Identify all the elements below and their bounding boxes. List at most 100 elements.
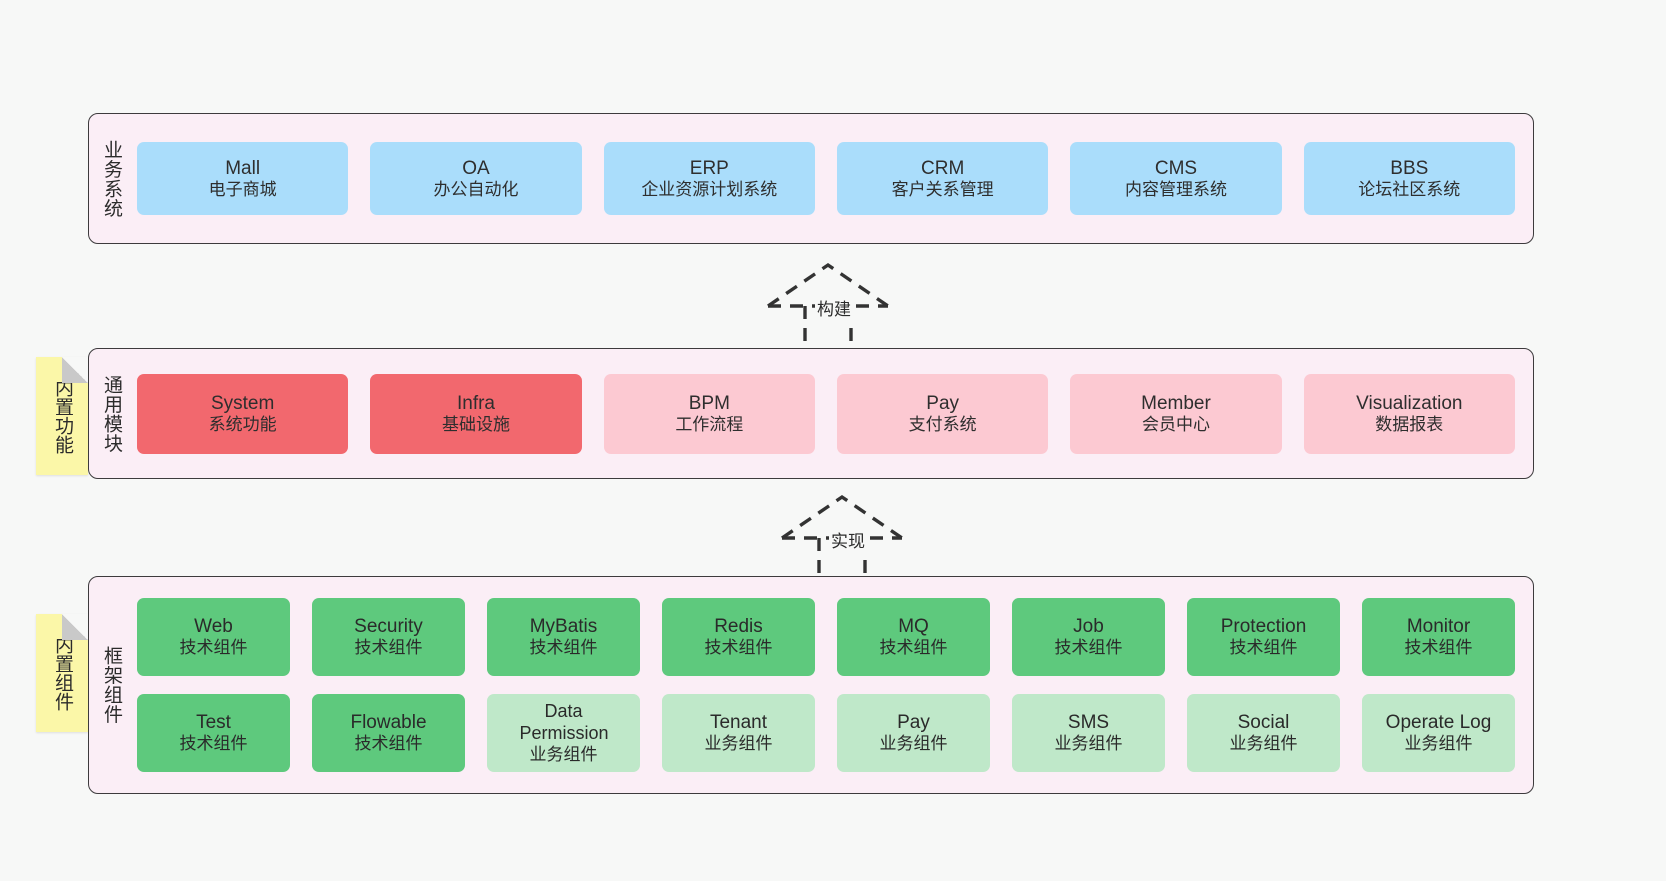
layer-body-business-systems: Mall 电子商城 OA 办公自动化 ERP 企业资源计划系统 CRM 客户关系…: [133, 114, 1533, 243]
card-tenant[interactable]: Tenant 业务组件: [662, 694, 815, 772]
layer-framework-components: 框架组件 Web 技术组件 Security 技术组件 MyBatis 技术组件: [88, 576, 1534, 794]
note-fold-corner-icon: [62, 357, 88, 383]
card-subtitle: 工作流程: [675, 414, 744, 434]
card-title: Visualization: [1356, 392, 1463, 414]
card-subtitle: 技术组件: [879, 638, 948, 658]
card-flowable[interactable]: Flowable 技术组件: [312, 694, 465, 772]
card-title: Flowable: [350, 712, 427, 734]
card-pay-component[interactable]: Pay 业务组件: [837, 694, 990, 772]
card-mq[interactable]: MQ 技术组件: [837, 598, 990, 676]
card-subtitle: 数据报表: [1375, 414, 1444, 434]
card-infra[interactable]: Infra 基础设施: [370, 373, 582, 454]
sticky-note-label: 内置组件: [52, 635, 74, 711]
card-member[interactable]: Member 会员中心: [1070, 373, 1282, 454]
card-subtitle: 业务组件: [879, 734, 948, 754]
layer-title-common-modules: 通用模块: [101, 374, 123, 453]
framework-row-business: Test 技术组件 Flowable 技术组件 Data Permission …: [137, 694, 1515, 772]
card-subtitle: 办公自动化: [433, 179, 519, 199]
sticky-note-label: 内置功能: [52, 378, 74, 454]
note-fold-corner-icon: [62, 614, 88, 640]
connector-implement-label: 实现: [829, 527, 867, 552]
card-subtitle: 技术组件: [704, 638, 773, 658]
card-title: Web: [194, 616, 233, 638]
card-title: Data Permission: [519, 700, 609, 743]
card-title: Test: [196, 712, 231, 734]
card-test[interactable]: Test 技术组件: [137, 694, 290, 772]
connector-build-label: 构建: [815, 295, 853, 320]
card-bbs[interactable]: BBS 论坛社区系统: [1303, 142, 1515, 215]
card-subtitle: 技术组件: [354, 734, 423, 754]
framework-components-grid: Web 技术组件 Security 技术组件 MyBatis 技术组件 Redi…: [133, 598, 1533, 772]
business-systems-card-row: Mall 电子商城 OA 办公自动化 ERP 企业资源计划系统 CRM 客户关系…: [133, 142, 1533, 215]
card-subtitle: 技术组件: [1054, 638, 1123, 658]
framework-row-technical: Web 技术组件 Security 技术组件 MyBatis 技术组件 Redi…: [137, 598, 1515, 676]
sticky-note-builtin-components: 内置组件: [36, 614, 88, 732]
card-subtitle: 技术组件: [529, 638, 598, 658]
card-protection[interactable]: Protection 技术组件: [1187, 598, 1340, 676]
card-subtitle: 技术组件: [354, 638, 423, 658]
card-security[interactable]: Security 技术组件: [312, 598, 465, 676]
connector-implement: 实现: [774, 490, 934, 582]
card-subtitle: 业务组件: [529, 744, 598, 764]
card-title: ERP: [689, 157, 729, 179]
card-title: Member: [1141, 392, 1211, 414]
card-title: MQ: [898, 616, 929, 638]
card-title: CMS: [1154, 157, 1198, 179]
card-title: SMS: [1067, 712, 1110, 734]
card-title: Redis: [714, 616, 763, 638]
card-web[interactable]: Web 技术组件: [137, 598, 290, 676]
layer-body-framework-components: Web 技术组件 Security 技术组件 MyBatis 技术组件 Redi…: [133, 577, 1533, 793]
card-visualization[interactable]: Visualization 数据报表: [1303, 373, 1515, 454]
layer-body-common-modules: System 系统功能 Infra 基础设施 BPM 工作流程 Pay 支付系统…: [133, 349, 1533, 478]
card-system[interactable]: System 系统功能: [137, 373, 349, 454]
connector-build: 构建: [760, 258, 920, 350]
common-modules-card-row: System 系统功能 Infra 基础设施 BPM 工作流程 Pay 支付系统…: [133, 373, 1533, 454]
card-sms[interactable]: SMS 业务组件: [1012, 694, 1165, 772]
card-subtitle: 会员中心: [1141, 414, 1210, 434]
card-subtitle: 基础设施: [441, 414, 510, 434]
card-title: Job: [1073, 616, 1104, 638]
card-subtitle: 企业资源计划系统: [641, 179, 778, 199]
card-monitor[interactable]: Monitor 技术组件: [1362, 598, 1515, 676]
card-title: Operate Log: [1385, 712, 1492, 734]
layer-common-modules: 通用模块 System 系统功能 Infra 基础设施 BPM 工作流程 Pay…: [88, 348, 1534, 479]
sticky-note-builtin-functions: 内置功能: [36, 357, 88, 475]
card-subtitle: 业务组件: [1404, 734, 1473, 754]
card-crm[interactable]: CRM 客户关系管理: [836, 142, 1049, 215]
card-title: Infra: [456, 392, 495, 414]
card-title: System: [210, 392, 275, 414]
card-subtitle: 技术组件: [1404, 638, 1473, 658]
card-data-permission[interactable]: Data Permission 业务组件: [487, 694, 640, 772]
card-title: Pay: [897, 712, 930, 734]
layer-business-systems: 业务系统 Mall 电子商城 OA 办公自动化 ERP 企业资源计划系统 CRM…: [88, 113, 1534, 244]
layer-title-business-systems: 业务系统: [101, 139, 123, 218]
card-subtitle: 业务组件: [704, 734, 773, 754]
card-title: BPM: [688, 392, 730, 414]
card-subtitle: 客户关系管理: [891, 179, 994, 199]
card-subtitle: 技术组件: [1229, 638, 1298, 658]
card-redis[interactable]: Redis 技术组件: [662, 598, 815, 676]
card-title: CRM: [921, 157, 965, 179]
card-cms[interactable]: CMS 内容管理系统: [1070, 142, 1282, 215]
card-bpm[interactable]: BPM 工作流程: [603, 373, 815, 454]
card-oa[interactable]: OA 办公自动化: [370, 142, 582, 215]
card-pay-module[interactable]: Pay 支付系统: [836, 373, 1049, 454]
card-mybatis[interactable]: MyBatis 技术组件: [487, 598, 640, 676]
card-subtitle: 电子商城: [208, 179, 277, 199]
card-mall[interactable]: Mall 电子商城: [137, 142, 349, 215]
card-operate-log[interactable]: Operate Log 业务组件: [1362, 694, 1515, 772]
card-social[interactable]: Social 业务组件: [1187, 694, 1340, 772]
card-title: Pay: [926, 392, 960, 414]
card-title: BBS: [1390, 157, 1429, 179]
card-title: Tenant: [709, 712, 768, 734]
card-subtitle: 论坛社区系统: [1358, 179, 1461, 199]
card-title: Security: [354, 616, 423, 638]
card-title: Protection: [1220, 616, 1307, 638]
card-title: Social: [1237, 712, 1290, 734]
layer-title-framework-components: 框架组件: [101, 646, 123, 724]
card-title: OA: [462, 157, 490, 179]
card-title: Monitor: [1406, 616, 1471, 638]
card-job[interactable]: Job 技术组件: [1012, 598, 1165, 676]
card-subtitle: 技术组件: [179, 734, 248, 754]
card-erp[interactable]: ERP 企业资源计划系统: [603, 142, 815, 215]
